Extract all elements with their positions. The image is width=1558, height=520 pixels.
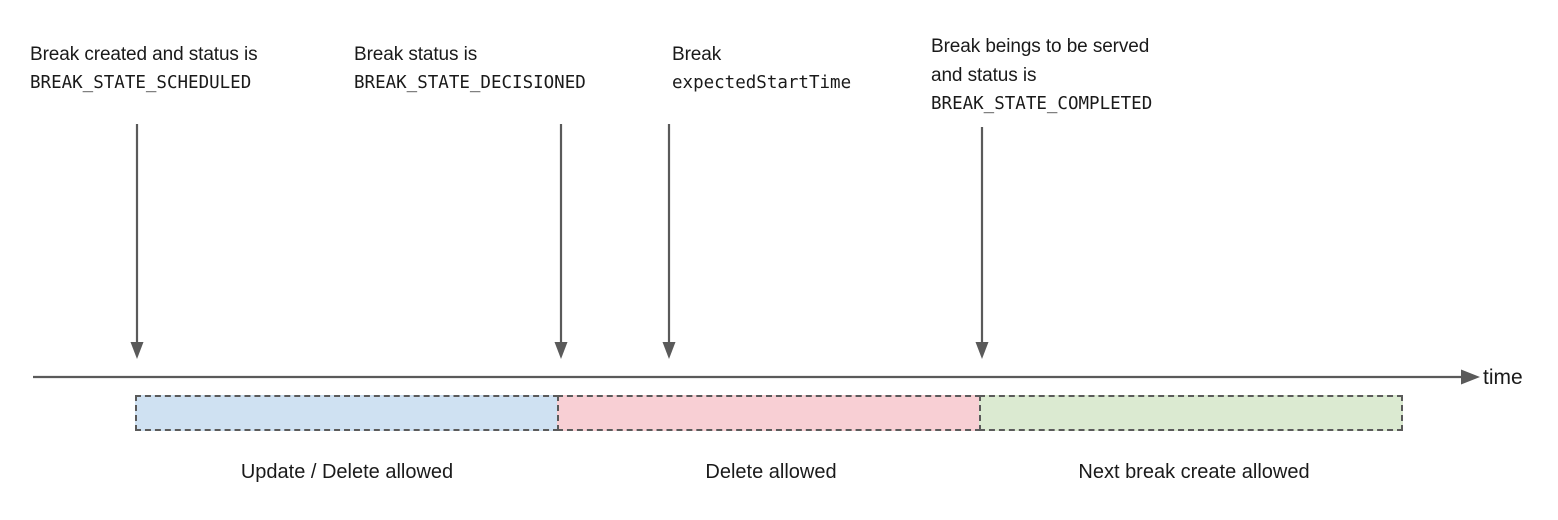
event-label-line: BREAK_STATE_COMPLETED: [931, 94, 1153, 114]
arrow-down-icon: [661, 124, 677, 360]
phase-bar-group: [135, 395, 1403, 431]
event-label-line: Break status is: [354, 44, 478, 65]
phase-bar-update-delete: [135, 395, 559, 431]
event-label-line: Break created and status is: [30, 44, 258, 65]
phase-bar-delete-only: [557, 395, 981, 431]
event-label-line: BREAK_STATE_DECISIONED: [354, 73, 586, 93]
event-label-line: Break beings to be served: [931, 36, 1150, 57]
phase-caption-update-delete: Update / Delete allowed: [240, 461, 454, 483]
time-axis-label: time: [1483, 366, 1523, 389]
event-label-line: Break: [672, 44, 722, 65]
event-label-expected-start-time: Break expectedStartTime: [672, 40, 851, 98]
arrow-down-icon: [974, 127, 990, 360]
event-label-line: BREAK_STATE_SCHEDULED: [30, 73, 252, 93]
arrow-down-icon: [553, 124, 569, 360]
time-axis: [33, 366, 1481, 388]
phase-bar-next-break-create: [979, 395, 1403, 431]
event-label-line: expectedStartTime: [672, 73, 852, 93]
event-label-completed: Break beings to be served and status is …: [931, 32, 1152, 119]
event-label-decisioned: Break status is BREAK_STATE_DECISIONED: [354, 40, 586, 98]
arrow-down-icon: [129, 124, 145, 360]
event-label-line: and status is: [931, 65, 1037, 86]
phase-caption-next-break-create: Next break create allowed: [1078, 461, 1310, 483]
phase-caption-delete-only: Delete allowed: [705, 461, 837, 483]
event-label-scheduled: Break created and status is BREAK_STATE_…: [30, 40, 258, 98]
